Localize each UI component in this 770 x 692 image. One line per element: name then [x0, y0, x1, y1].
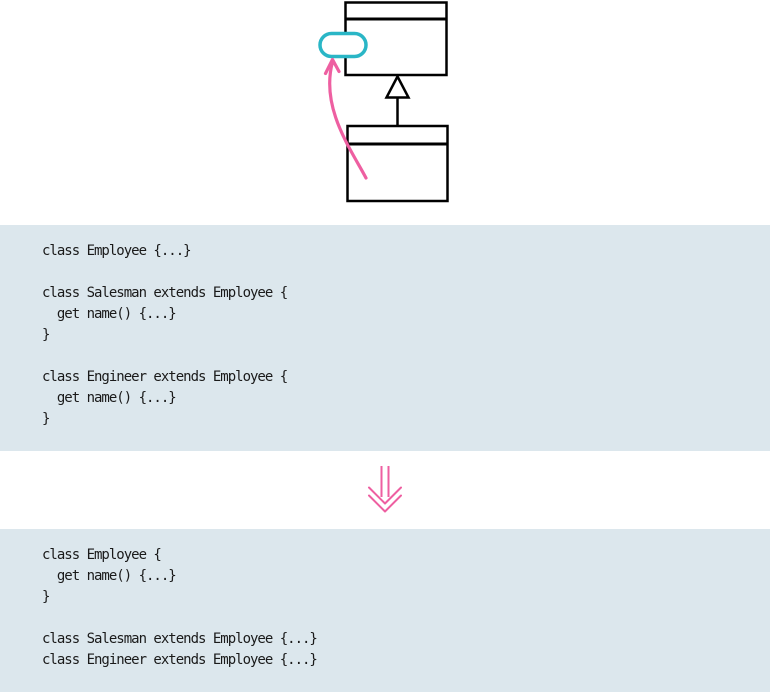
- pull-up-arrowhead-icon: [323, 57, 341, 76]
- code-after-panel: class Employee { get name() {...} } clas…: [0, 529, 770, 692]
- pull-up-arrow-icon: [328, 60, 368, 180]
- uml-diagram: [318, 1, 449, 203]
- subclass-box: [346, 124, 449, 203]
- code-after: class Employee { get name() {...} } clas…: [42, 547, 318, 668]
- refactor-direction-arrow-icon: [368, 466, 402, 513]
- code-before-panel: class Employee {...} class Salesman exte…: [0, 225, 770, 451]
- method-highlight-ellipse-icon: [318, 31, 368, 59]
- inheritance-triangle-icon: [384, 73, 411, 99]
- double-arrow-chevron-outer: [368, 494, 402, 513]
- double-arrow-chevron-inner: [368, 486, 402, 505]
- code-before: class Employee {...} class Salesman exte…: [42, 243, 288, 427]
